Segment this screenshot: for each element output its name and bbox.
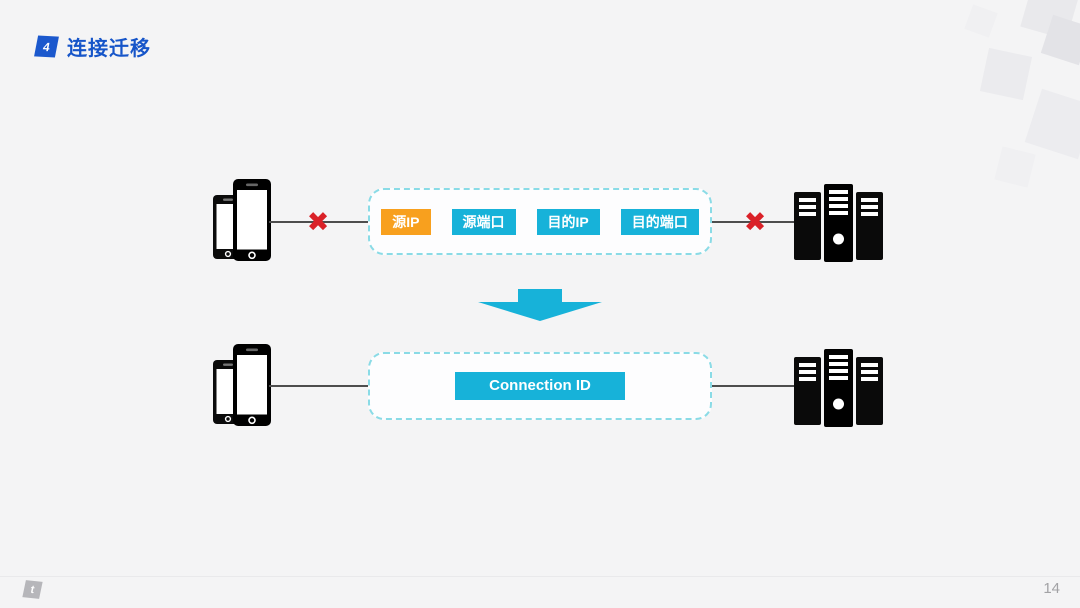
connector-right-broken xyxy=(712,221,795,223)
tuple-badges: 源IP 源端口 目的IP 目的端口 xyxy=(381,208,699,235)
server-rack-icon xyxy=(793,182,885,269)
badge-dest-ip: 目的IP xyxy=(536,208,600,235)
brand-logo-icon: t xyxy=(22,580,43,599)
broken-connection-x-icon: ✖ xyxy=(743,207,767,237)
connector-left-broken xyxy=(269,221,368,223)
badge-dest-port: 目的端口 xyxy=(620,208,699,235)
broken-connection-x-icon: ✖ xyxy=(306,207,330,237)
page-title: 连接迁移 xyxy=(67,38,151,60)
arrow-down-icon xyxy=(478,289,602,326)
section-number-badge: 4 xyxy=(34,35,59,58)
deco-square xyxy=(994,146,1036,188)
connector-right xyxy=(712,385,795,387)
badge-source-ip: 源IP xyxy=(381,208,431,235)
client-phones-icon xyxy=(211,342,273,433)
badge-source-port: 源端口 xyxy=(451,208,516,235)
server-rack-icon xyxy=(793,347,885,434)
deco-square xyxy=(1024,88,1080,160)
connector-left xyxy=(269,385,368,387)
deco-square xyxy=(964,4,998,38)
page-number: 14 xyxy=(1043,580,1060,597)
deco-square xyxy=(979,47,1033,101)
footer-divider xyxy=(0,576,1080,577)
connection-id-box: Connection ID xyxy=(368,352,712,420)
badge-connection-id: Connection ID xyxy=(455,372,625,400)
slide-header: 4 连接迁移 xyxy=(34,32,151,61)
client-phones-icon xyxy=(211,177,273,268)
tuple-box: 源IP 源端口 目的IP 目的端口 xyxy=(368,188,712,255)
